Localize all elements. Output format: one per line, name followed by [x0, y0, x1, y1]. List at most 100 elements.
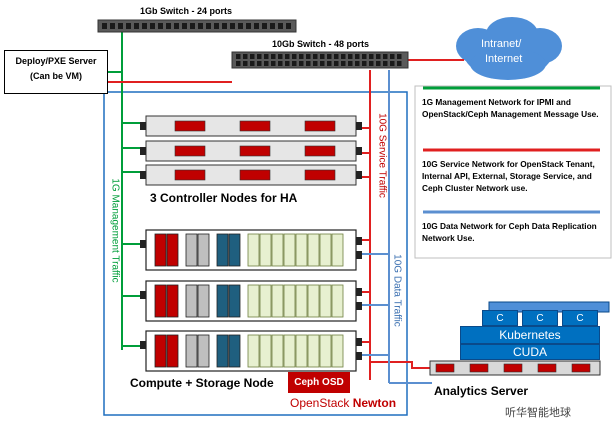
switch-1g-port	[222, 23, 227, 29]
compute-storage-bay	[247, 233, 260, 267]
analytics-server-label: Analytics Server	[434, 384, 529, 398]
mgmt-traffic-label: 1G Management Traffic	[109, 178, 121, 283]
switch-10g-port	[278, 61, 283, 66]
controller-drive	[174, 120, 206, 132]
controller-port-right	[356, 147, 362, 155]
switch-1g-port	[110, 23, 115, 29]
switch-1g-port	[142, 23, 147, 29]
data-traffic-label: 10G Data Traffic	[391, 254, 403, 327]
switch-1g-port	[102, 23, 107, 29]
switch-10g-port	[327, 54, 332, 59]
switch-1g	[97, 19, 297, 33]
compute-drive-bay	[228, 233, 241, 267]
controller-drive	[239, 169, 271, 181]
compute-storage-bay	[247, 284, 260, 318]
switch-10g-port	[341, 54, 346, 59]
controller-drive	[304, 169, 336, 181]
compute-node-3	[140, 330, 362, 372]
switch-10g-port	[376, 61, 381, 66]
compute-node-2	[140, 280, 362, 322]
compute-storage-bay	[331, 233, 344, 267]
compute-drive-bay	[154, 284, 167, 318]
compute-storage-bay	[295, 284, 308, 318]
switch-10g-port	[348, 61, 353, 66]
switch-10g-port	[383, 54, 388, 59]
controller-drive	[304, 120, 336, 132]
controller-drive	[174, 145, 206, 157]
compute-port-left	[140, 291, 146, 299]
compute-port-right	[356, 288, 362, 296]
compute-storage-bay	[319, 334, 332, 368]
compute-storage-bay	[271, 233, 284, 267]
compute-storage-bay	[319, 284, 332, 318]
switch-1g-port	[158, 23, 163, 29]
compute-drive-bay	[185, 233, 198, 267]
compute-drive-bay	[228, 334, 241, 368]
switch-1g-port	[126, 23, 131, 29]
compute-drive-bay	[197, 284, 210, 318]
compute-storage-bay	[319, 233, 332, 267]
switch-10g-port	[264, 61, 269, 66]
switch-10g-port	[236, 54, 241, 59]
compute-drive-bay	[197, 334, 210, 368]
switch-10g-port	[313, 54, 318, 59]
switch-10g-port	[271, 61, 276, 66]
switch-1g-port	[214, 23, 219, 29]
controller-port-right	[356, 171, 362, 179]
switch-10g-port	[334, 61, 339, 66]
switch-10g-port	[397, 54, 402, 59]
legend-service-text: 10G Service Network for OpenStack Tenant…	[422, 159, 595, 193]
compute-storage-bay	[307, 284, 320, 318]
switch-1g-port	[230, 23, 235, 29]
controller-node-2	[140, 140, 362, 162]
container-box-1: C	[482, 310, 518, 326]
switch-10g-port	[390, 61, 395, 66]
switch-10g-port	[285, 54, 290, 59]
switch-1g-port	[278, 23, 283, 29]
switch-10g-port	[355, 54, 360, 59]
container-box-3: C	[562, 310, 598, 326]
switch-1g-port	[190, 23, 195, 29]
compute-drive-bay	[185, 284, 198, 318]
cloud-icon	[456, 17, 562, 80]
controller-port-right	[356, 122, 362, 130]
compute-node-1	[140, 229, 362, 271]
openstack-label: OpenStack	[290, 396, 350, 410]
service-traffic-label: 10G Service Traffic	[376, 113, 388, 198]
switch-1g-port	[286, 23, 291, 29]
switch-10g-port	[306, 54, 311, 59]
compute-storage-bay	[283, 334, 296, 368]
switch-10g-port	[320, 61, 325, 66]
compute-storage-bay	[283, 284, 296, 318]
deploy-server-note: (Can be VM)	[29, 71, 82, 81]
switch-10g-port	[362, 61, 367, 66]
compute-port-right	[356, 251, 362, 259]
service-to-analytics	[370, 361, 432, 369]
ceph-osd-badge: Ceph OSD	[288, 372, 350, 393]
watermark-text: 听华智能地球	[505, 407, 571, 419]
switch-10g-port	[243, 54, 248, 59]
switch-1g-port	[166, 23, 171, 29]
compute-port-right	[356, 352, 362, 360]
compute-storage-bay	[271, 284, 284, 318]
switch-10g-port	[355, 61, 360, 66]
compute-port-left	[140, 240, 146, 248]
switch-10g-port	[299, 54, 304, 59]
switch-1g-port	[198, 23, 203, 29]
controller-drive	[304, 145, 336, 157]
compute-drive-bay	[216, 284, 229, 318]
switch-10g-port	[278, 54, 283, 59]
compute-drive-bay	[166, 284, 179, 318]
cloud-label-line1: Intranet/	[481, 38, 522, 50]
switch-10g-port	[299, 61, 304, 66]
switch-1g-port	[174, 23, 179, 29]
switch-10g-port	[341, 61, 346, 66]
compute-storage-bay	[283, 233, 296, 267]
switch-10g-port	[397, 61, 402, 66]
switch-1g-label: 1Gb Switch - 24 ports	[140, 6, 233, 16]
switch-10g-port	[320, 54, 325, 59]
switch-10g-port	[376, 54, 381, 59]
switch-10g-port	[369, 61, 374, 66]
switch-10g-label: 10Gb Switch - 48 ports	[272, 39, 370, 49]
